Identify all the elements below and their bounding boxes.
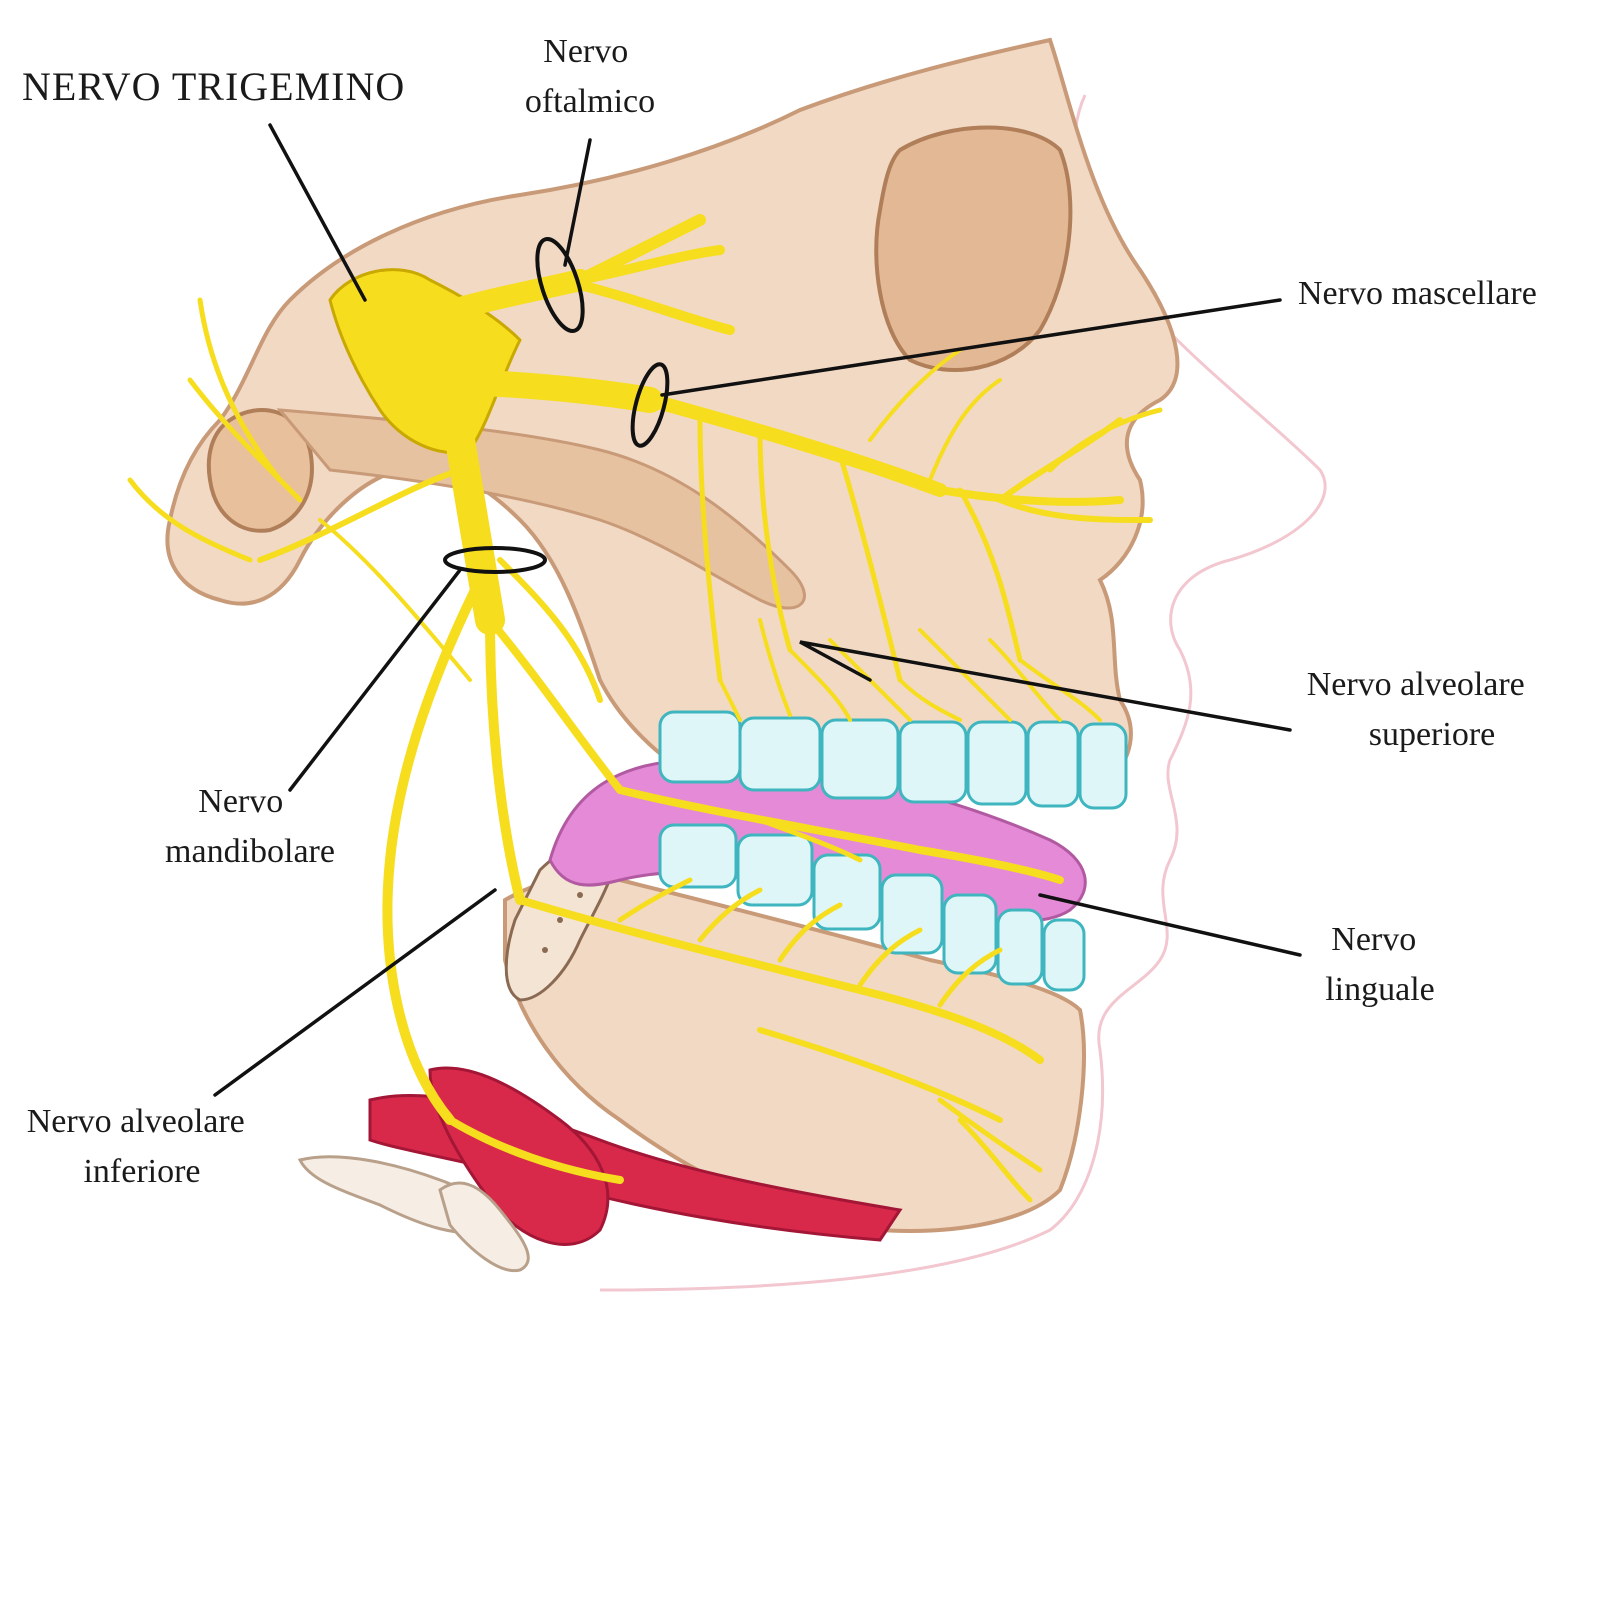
stylohyoid-ligament	[438, 1181, 530, 1273]
leader-linguale	[1038, 893, 1302, 957]
ring-ophthalmic	[535, 237, 585, 333]
label-oftalmico: Nervo oftalmico	[525, 33, 655, 120]
lower-tooth	[658, 823, 738, 889]
leader-lines	[213, 123, 1302, 1097]
lower-tooth	[1042, 918, 1086, 992]
upper-tooth	[738, 716, 822, 792]
lower-tooth	[812, 853, 882, 931]
leader-mandibolare	[288, 568, 462, 792]
ring-maxillary	[630, 362, 670, 448]
ring-mandibular	[443, 546, 547, 574]
upper-teeth	[658, 710, 1128, 810]
upper-tooth	[658, 710, 742, 784]
face-skin-outline	[599, 94, 1327, 1292]
label-alveolare-superiore: Nervo alveolare superiore	[1307, 666, 1534, 753]
lower-tooth	[736, 833, 814, 907]
upper-tooth	[1078, 722, 1128, 810]
label-alveolare-inferiore: Nervo alveolare inferiore	[27, 1103, 254, 1190]
leader-oftalmico	[563, 138, 592, 267]
maxillary-nerve	[367, 348, 1163, 683]
title-label: NERVO TRIGEMINO	[22, 64, 405, 109]
label-mascellare: Nervo mascellare	[1298, 275, 1537, 312]
label-linguale: Nervo linguale	[1325, 921, 1435, 1008]
ophthalmic-nerve	[409, 214, 735, 335]
trigeminal-nerves	[127, 214, 1163, 1203]
eye-orbit	[874, 125, 1073, 372]
leader-alveolare-inferiore	[213, 888, 497, 1097]
mandibular-nerve	[127, 297, 624, 1184]
lower-tooth	[996, 908, 1044, 986]
lower-teeth	[658, 823, 1086, 992]
leader-mascellare	[660, 298, 1282, 397]
lower-tooth	[942, 893, 998, 975]
inferior-alveolar-nerve	[516, 877, 1044, 1203]
mandible	[503, 874, 1086, 1233]
label-mandibolare: Nervo mandibolare	[165, 783, 335, 870]
lower-tooth	[880, 873, 944, 955]
leader-alveolare-superiore	[799, 640, 1292, 732]
upper-tooth	[898, 720, 968, 804]
upper-tooth	[966, 720, 1028, 806]
upper-tooth	[820, 718, 900, 800]
leader-trigemino	[268, 123, 367, 302]
zygomatic-arch	[276, 408, 806, 610]
upper-tooth	[1026, 720, 1080, 808]
lingual-nerve	[616, 786, 1064, 884]
